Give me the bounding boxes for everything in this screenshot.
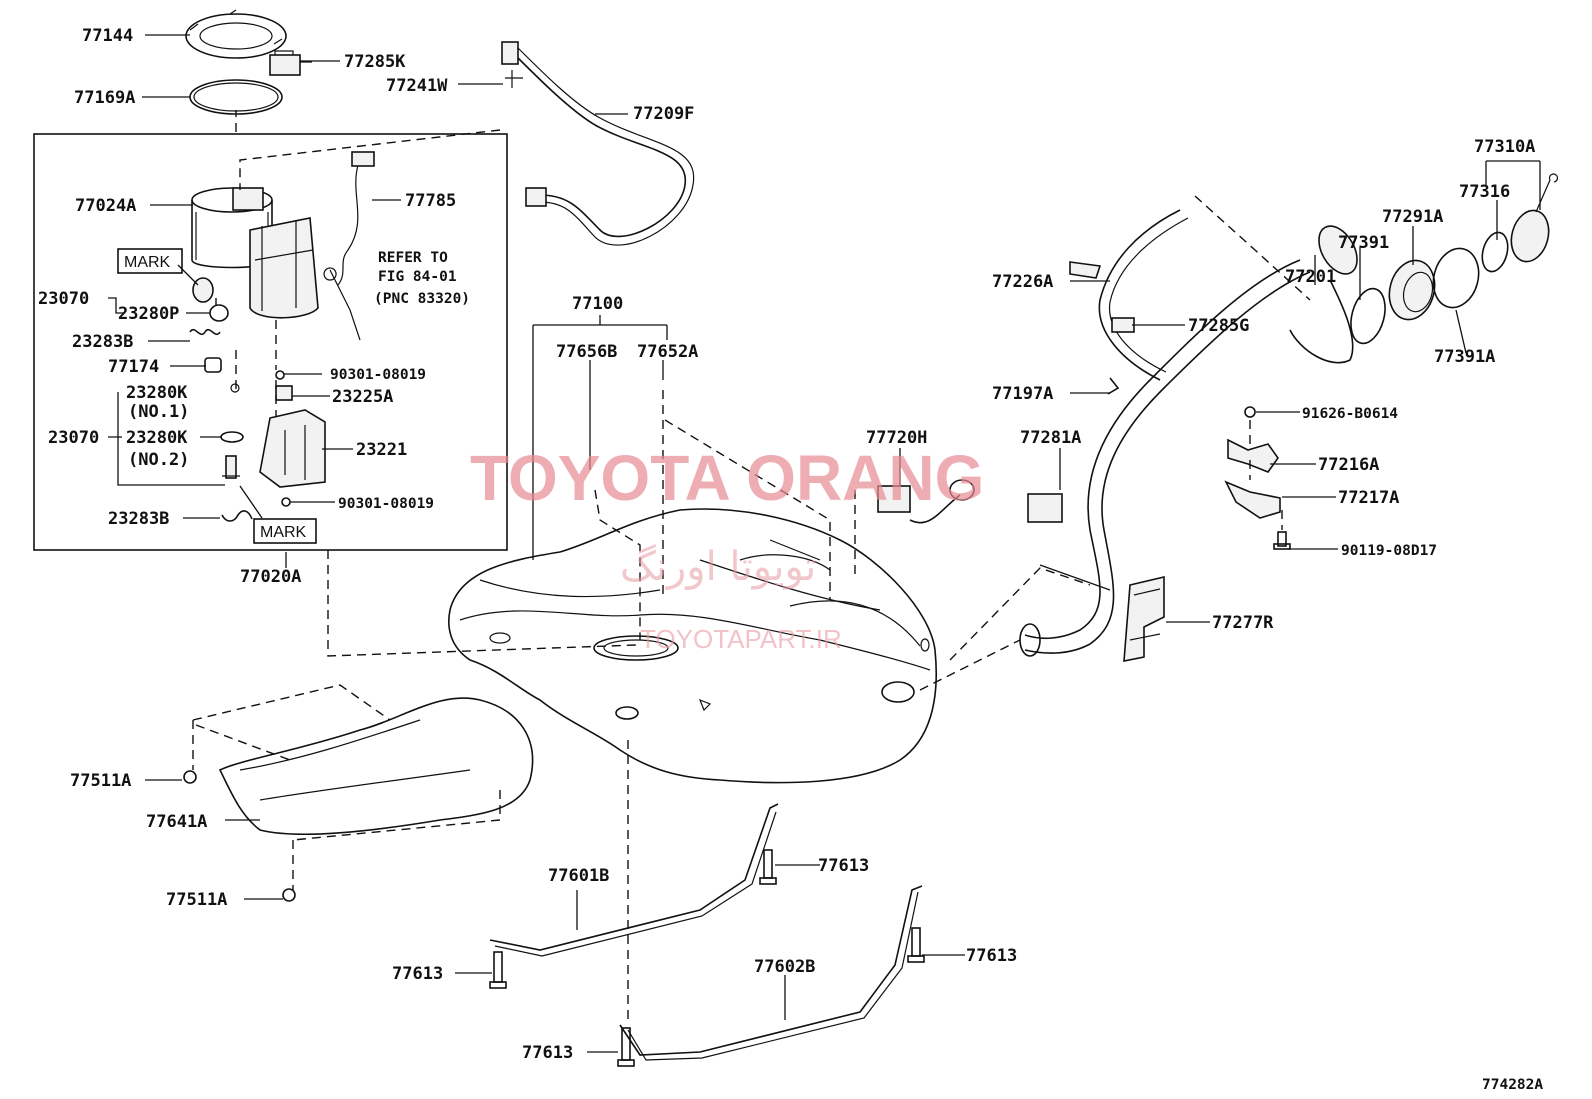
label-77217A: 77217A (1338, 488, 1399, 508)
leader-lines (108, 34, 1541, 1053)
pump-assembly-box (33, 133, 508, 551)
label-23283B-a: 23283B (72, 332, 133, 352)
label-77613-c: 77613 (966, 946, 1017, 966)
label-77613-b: 77613 (392, 964, 443, 984)
label-77613-d: 77613 (522, 1043, 573, 1063)
label-77216A: 77216A (1318, 455, 1379, 475)
label-90301-a: 90301-08019 (330, 367, 426, 383)
band-77602B (619, 885, 923, 1061)
filler-pipe-77201 (1019, 225, 1358, 657)
protector-77277R (1123, 575, 1165, 662)
label-23221: 23221 (356, 440, 407, 460)
vent-valve-77720H (877, 479, 975, 524)
bolt-77613-c (907, 927, 925, 963)
label-23280K-2: 23280K (126, 428, 188, 448)
label-77024A: 77024A (75, 196, 136, 216)
mark-box-top (117, 248, 183, 274)
figure-code: 774282A (1482, 1077, 1543, 1093)
gasket-77169A (189, 79, 283, 115)
label-77310A: 77310A (1474, 137, 1535, 157)
label-77391A: 77391A (1434, 347, 1495, 367)
bolt-77613-b (489, 951, 507, 989)
band-77601B (489, 803, 779, 957)
label-refer-pnc: (PNC 83320) (374, 291, 470, 307)
label-77169A: 77169A (74, 88, 135, 108)
label-no2: (NO.2) (128, 450, 189, 470)
label-77785: 77785 (405, 191, 456, 211)
bolt-77613-d (617, 1027, 635, 1067)
protector-77641A (183, 697, 534, 902)
label-77656B: 77656B (556, 342, 617, 362)
label-refer-to: REFER TO (378, 250, 448, 266)
label-23280P: 23280P (118, 304, 179, 324)
label-91626: 91626-B0614 (1302, 406, 1398, 422)
mark-box-bottom (253, 518, 317, 544)
bracket-77217A (1224, 480, 1281, 519)
label-77316: 77316 (1459, 182, 1510, 202)
label-77226A: 77226A (992, 272, 1053, 292)
label-90301-b: 90301-08019 (338, 496, 434, 512)
label-77613-a: 77613 (818, 856, 869, 876)
gasket-77391A (1432, 247, 1480, 309)
label-77601B: 77601B (548, 866, 609, 886)
label-mark-top: MARK (124, 254, 171, 271)
cushion-77174 (204, 357, 222, 373)
hose-77209F (501, 41, 695, 246)
mark-part-top (192, 277, 214, 303)
pump-23221 (259, 409, 326, 488)
label-77281A: 77281A (1020, 428, 1081, 448)
tube-77226A (1069, 209, 1189, 395)
label-23070-b: 23070 (48, 428, 99, 448)
filter-23225A (275, 385, 293, 401)
label-77201: 77201 (1285, 267, 1336, 287)
label-77291A: 77291A (1382, 207, 1443, 227)
gasket-77391 (1350, 287, 1386, 345)
label-mark-bottom: MARK (260, 524, 307, 541)
connector-77285K (269, 50, 312, 76)
label-77144: 77144 (82, 26, 133, 46)
label-77197A: 77197A (992, 384, 1053, 404)
clip-77281A (1027, 493, 1063, 523)
fuel-tank-77100 (448, 508, 938, 784)
label-23280K-1: 23280K (126, 383, 188, 403)
label-77511A-a: 77511A (70, 771, 131, 791)
label-23283B-b: 23283B (108, 509, 169, 529)
fuel-pump-reservoir (249, 217, 319, 319)
label-77641A: 77641A (146, 812, 207, 832)
label-77100: 77100 (572, 294, 623, 314)
clip-23283B (189, 328, 221, 336)
watermark-url: TOYOTAPART.IR (640, 624, 842, 654)
label-90119: 90119-08D17 (1341, 543, 1437, 559)
bracket-77216A (1227, 438, 1279, 473)
mark-part-bottom (222, 455, 240, 479)
sender-77785 (323, 151, 375, 341)
strainer-23280P (209, 304, 229, 322)
label-23225A: 23225A (332, 387, 393, 407)
gasket-77316 (1481, 231, 1509, 273)
label-77174: 77174 (108, 357, 159, 377)
oring-23280K2 (220, 431, 244, 443)
label-no1: (NO.1) (128, 402, 189, 422)
label-77209F: 77209F (633, 104, 694, 124)
watermark-persian: تویوتا اورنگ (620, 544, 816, 590)
label-77277R: 77277R (1212, 613, 1274, 633)
cap-77310A (1510, 173, 1559, 263)
ring-77291A (1388, 259, 1436, 321)
label-77391: 77391 (1338, 233, 1389, 253)
label-23070-a: 23070 (38, 289, 89, 309)
dashed-lines (192, 110, 1311, 1020)
label-77511A-b: 77511A (166, 890, 227, 910)
label-77720H: 77720H (866, 428, 927, 448)
label-77602B: 77602B (754, 957, 815, 977)
retainer-ring-77144 (185, 9, 287, 59)
label-77241W: 77241W (386, 76, 448, 96)
label-77020A: 77020A (240, 567, 301, 587)
label-77285G: 77285G (1188, 316, 1249, 336)
watermark-main: TOYOTA ORANG (470, 442, 984, 514)
label-77652A: 77652A (637, 342, 698, 362)
label-77285K: 77285K (344, 52, 406, 72)
bolt-77613-a (759, 849, 777, 885)
label-refer-fig: FIG 84-01 (378, 269, 457, 285)
